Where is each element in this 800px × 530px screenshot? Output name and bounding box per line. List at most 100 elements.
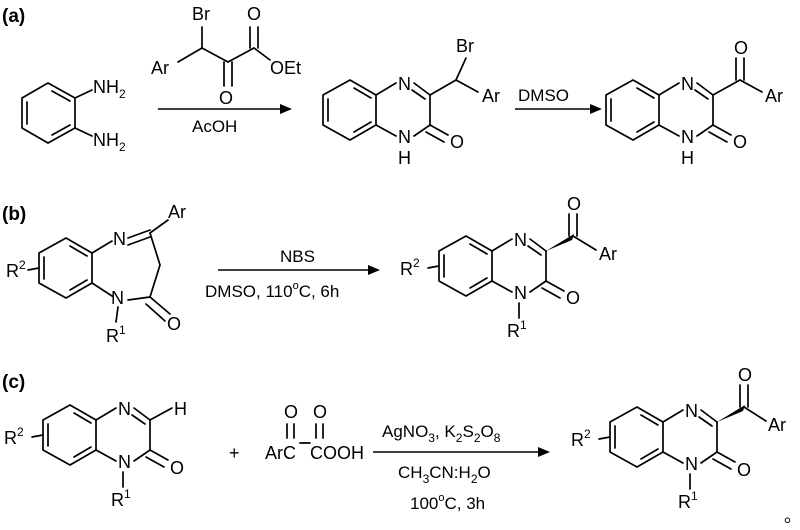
r2-bond <box>427 265 440 269</box>
benzene-ring <box>21 82 76 144</box>
carbonyl-double-bond <box>429 124 449 136</box>
atom-o: O <box>167 314 181 334</box>
carbonyl-double-bond <box>541 287 561 299</box>
atom-oet: OEt <box>270 58 301 78</box>
carbonyl-double-bond <box>716 451 736 463</box>
ch2-c-bond <box>149 264 161 298</box>
aromatic-double-bond <box>51 124 71 136</box>
c-ch2-bond <box>149 232 161 266</box>
panel-a-label: (a) <box>2 6 25 27</box>
reaction-arrow-c: AgNO3, K2S2O8 CH3CN:H2O 100oC, 3h <box>373 422 550 513</box>
atom-n-top: N <box>118 399 131 419</box>
arrow-head <box>590 104 602 114</box>
atom-n-bottom: N <box>514 283 527 303</box>
aromatic-double-bond <box>73 446 92 458</box>
carbonyl-double-bond <box>145 456 165 468</box>
substituent-r2: R2 <box>6 258 26 281</box>
atom-br: Br <box>192 4 210 24</box>
reaction-arrow-b: NBS DMSO, 110oC, 6h <box>205 247 380 301</box>
plus-sign: + <box>229 443 240 463</box>
c-n-bond <box>127 296 151 301</box>
substituent-r2: R2 <box>571 427 591 450</box>
aromatic-double-bond <box>51 90 71 102</box>
n-c-double-bond <box>411 89 426 100</box>
atom-ar: Ar <box>168 202 186 222</box>
atom-o-ring: O <box>566 288 580 308</box>
c-ar-bond <box>455 79 479 93</box>
c-n-bond <box>700 451 718 464</box>
c-c-bond <box>201 47 229 63</box>
wedge-bond <box>717 405 745 422</box>
fragment-arc: ArC <box>265 443 296 463</box>
c-n-bond <box>74 89 93 99</box>
benzo-ring <box>438 235 493 297</box>
atom-n-top: N <box>113 229 126 249</box>
n-c-bond <box>658 124 680 137</box>
reactant-benzodiazepinone: N N Ar O R2 R1 <box>6 202 186 346</box>
atom-ar: Ar <box>599 244 617 264</box>
reactant-arylglyoxylic-acid: O O ArC COOH <box>265 402 364 463</box>
condition-solvent: CH3CN:H2O <box>398 463 491 486</box>
atom-ar: Ar <box>765 86 783 106</box>
amine-bottom: NH2 <box>93 130 126 154</box>
n-r1-bond <box>115 306 119 323</box>
n-c-double-bond <box>131 414 146 425</box>
c-n-bond <box>413 124 431 137</box>
benzo-ring <box>322 79 377 141</box>
reactant-quinoxalinone: N N H O R2 R1 <box>4 399 187 510</box>
atom-o-acyl: O <box>734 38 748 58</box>
c-chbr-bond <box>429 79 457 96</box>
aromatic-double-bond <box>69 279 88 291</box>
atom-o: O <box>450 132 464 152</box>
n-c-double-bond <box>700 409 718 423</box>
arrow-head <box>368 265 380 275</box>
atom-n-top: N <box>514 230 527 250</box>
panel-a: (a) NH2 NH2 Br Ar O O OEt <box>2 4 783 168</box>
r2-bond <box>31 434 44 438</box>
c-br-bond <box>455 57 467 81</box>
amine-top: NH2 <box>93 77 126 101</box>
aromatic-double-bond <box>469 277 488 289</box>
r2-bond <box>598 436 611 440</box>
product-acyl-quinoxalinone-b: N N O O Ar R2 R1 <box>400 194 617 341</box>
carbonyl-double-bond <box>708 131 728 143</box>
aromatic-double-bond <box>73 412 92 424</box>
carbonyl-double-bond <box>149 449 169 461</box>
end-mark: 。 <box>784 506 800 526</box>
c-n-bond <box>375 82 397 96</box>
n-c-double-bond <box>529 238 547 252</box>
reactant-phenylenediamine: NH2 NH2 <box>21 77 126 154</box>
c-n-bond <box>529 280 547 293</box>
c-n-bond <box>133 449 151 462</box>
panel-b: (b) N N Ar O R2 R1 <box>2 194 617 346</box>
benzo-ring <box>605 79 660 141</box>
c-ar-bond <box>572 235 597 251</box>
c-n-bond <box>696 124 714 137</box>
c-acyl-bond <box>712 79 741 96</box>
atom-ar: Ar <box>482 86 500 106</box>
n-c-bond <box>491 280 513 293</box>
aromatic-double-bond <box>636 121 655 133</box>
atom-h: H <box>398 148 411 168</box>
r2-bond <box>27 267 40 271</box>
c-n-bond <box>74 127 93 137</box>
benzo-ring <box>42 404 97 466</box>
reaction-arrow-a2: DMSO <box>515 86 602 114</box>
n-c-double-bond <box>127 229 151 239</box>
condition-temp-time: 100oC, 3h <box>410 492 485 513</box>
substituent-r1: R1 <box>678 489 698 512</box>
atom-n-bottom: N <box>681 127 694 147</box>
atom-o-ring: O <box>737 460 751 480</box>
condition-dmso: DMSO <box>518 86 569 105</box>
atom-br: Br <box>456 36 474 56</box>
c-n-bond <box>662 409 684 423</box>
atom-n-bottom: N <box>398 127 411 147</box>
intermediate-bromo-quinoxalinone: N N H O Br Ar <box>322 36 500 168</box>
atom-n-bottom: N <box>111 288 124 308</box>
c-n-bond <box>658 82 680 96</box>
atom-o-acyl: O <box>567 194 581 214</box>
substituent-r1: R1 <box>507 318 527 341</box>
c-o-bond <box>253 47 271 61</box>
aromatic-double-bond <box>353 87 372 99</box>
n-c-double-bond <box>698 416 713 427</box>
